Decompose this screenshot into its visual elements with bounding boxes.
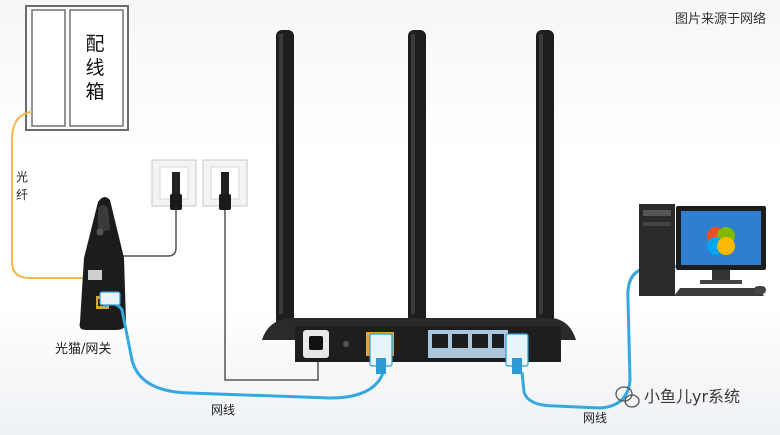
wechat-icon [615,386,640,408]
router-antennas [276,30,554,326]
fiber-label: 光纤 [16,170,29,202]
modem-label: 光猫/网关 [55,342,112,357]
modem-power-cable [118,210,177,257]
fiber-cable [11,111,96,279]
router-power-cable [224,210,319,381]
wall-socket-right [202,159,248,210]
router [262,318,576,362]
ethernet-cable-label-2: 网线 [583,411,608,425]
distribution-box [25,5,129,131]
ethernet-plug-wan [369,333,393,374]
ethernet-plug-lan [505,333,529,374]
watermark: 小鱼儿yr系统 [612,383,740,407]
ethernet-cable-label-1: 网线 [211,403,236,417]
optical-modem [79,196,126,330]
ethernet-plug-modem [99,291,121,306]
desktop-computer [639,204,766,296]
wechat-icon-spacer [612,384,638,406]
wall-socket-left [151,159,197,210]
image-credit: 图片来源于网络 [674,12,766,27]
distribution-box-label: 配线箱 [85,33,105,103]
watermark-text: 小鱼儿yr系统 [644,387,741,406]
